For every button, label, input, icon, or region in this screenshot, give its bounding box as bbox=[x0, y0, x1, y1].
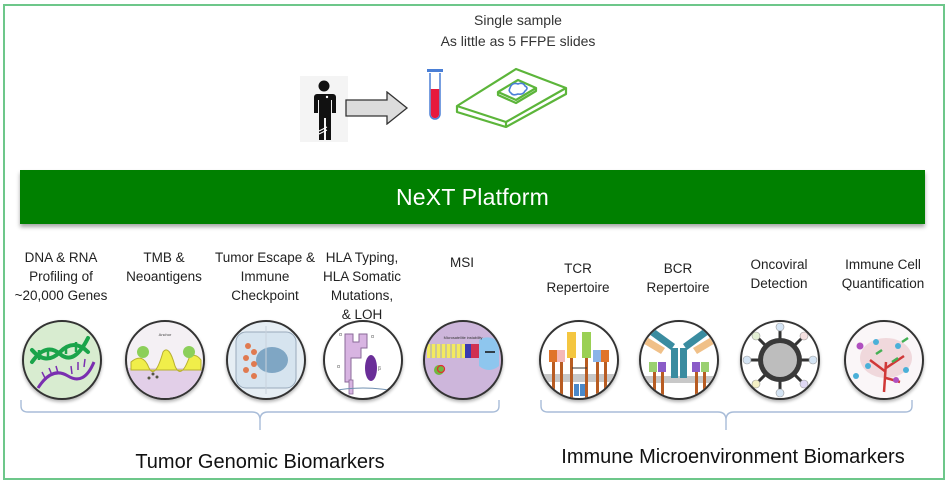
label-line: Detection bbox=[750, 276, 808, 291]
tumor-group-brace bbox=[20, 400, 500, 430]
tcr-icon bbox=[539, 320, 619, 400]
virus-icon bbox=[740, 320, 820, 400]
label-line: Profiling of bbox=[29, 269, 93, 284]
bcr-icon bbox=[639, 320, 719, 400]
immune-cells-icon bbox=[844, 320, 924, 400]
label-line: HLA Typing, bbox=[325, 250, 399, 265]
figure-frame bbox=[3, 4, 945, 480]
microsatellite-icon: Microsatellite instability bbox=[423, 320, 503, 400]
dna-rna-icon bbox=[22, 320, 102, 400]
sample-line-1: Single sample bbox=[474, 12, 562, 28]
label-line: Neoantigens bbox=[126, 269, 202, 284]
label-line: MSI bbox=[449, 255, 474, 270]
label-tumor-escape: Tumor Escape & Immune Checkpoint bbox=[210, 248, 320, 305]
platform-title: NeXT Platform bbox=[396, 183, 549, 210]
arrow-right-icon bbox=[345, 91, 409, 125]
label-dna-rna-profiling: DNA & RNA Profiling of ~20,000 Genes bbox=[6, 248, 116, 305]
svg-text:α: α bbox=[339, 332, 342, 338]
label-immune-cell-quantification: Immune Cell Quantification bbox=[828, 255, 938, 293]
next-platform-banner: NeXT Platform bbox=[20, 170, 925, 224]
immune-group-brace bbox=[540, 400, 913, 430]
label-line: HLA Somatic bbox=[322, 269, 402, 284]
label-line: Mutations, bbox=[330, 288, 394, 303]
label-line: Quantification bbox=[841, 276, 925, 291]
label-line: TMB & bbox=[143, 250, 185, 265]
label-hla-typing: HLA Typing, HLA Somatic Mutations, & LOH bbox=[307, 248, 417, 324]
label-line: ~20,000 Genes bbox=[14, 288, 108, 303]
label-tmb-neoantigens: TMB & Neoantigens bbox=[109, 248, 219, 286]
svg-text:α: α bbox=[337, 364, 340, 370]
label-bcr-repertoire: BCR Repertoire bbox=[623, 259, 733, 297]
person-icon bbox=[300, 76, 348, 142]
label-line: Repertoire bbox=[546, 280, 610, 295]
label-line: Immune Cell bbox=[845, 257, 921, 272]
label-line: BCR bbox=[663, 261, 693, 276]
label-msi: MSI bbox=[407, 253, 517, 272]
label-oncoviral-detection: Oncoviral Detection bbox=[724, 255, 834, 293]
msi-header-text: Microsatellite instability bbox=[444, 336, 483, 340]
tumor-cell-icon bbox=[226, 320, 306, 400]
label-tcr-repertoire: TCR Repertoire bbox=[523, 259, 633, 297]
sample-line-2: As little as 5 FFPE slides bbox=[440, 33, 596, 49]
label-line: & LOH bbox=[341, 307, 383, 322]
group-title-tumor-genomic: Tumor Genomic Biomarkers bbox=[135, 451, 385, 473]
label-line: Tumor Escape & bbox=[214, 250, 316, 265]
neoantigen-icon: Anchor bbox=[125, 320, 205, 400]
blood-tube-icon bbox=[427, 69, 443, 120]
svg-text:β: β bbox=[378, 366, 381, 372]
svg-text:α: α bbox=[371, 334, 374, 340]
group-title-immune-microenvironment: Immune Microenvironment Biomarkers bbox=[561, 446, 905, 468]
label-line: Immune bbox=[240, 269, 290, 284]
label-line: TCR bbox=[564, 261, 592, 276]
svg-text:Anchor: Anchor bbox=[159, 332, 172, 337]
label-line: DNA & RNA bbox=[24, 250, 98, 265]
label-line: Oncoviral bbox=[750, 257, 808, 272]
label-line: Checkpoint bbox=[231, 288, 299, 303]
label-line: Repertoire bbox=[646, 280, 710, 295]
hla-molecule-icon: α α α β bbox=[323, 320, 403, 400]
ffpe-slide-icon bbox=[455, 67, 568, 128]
